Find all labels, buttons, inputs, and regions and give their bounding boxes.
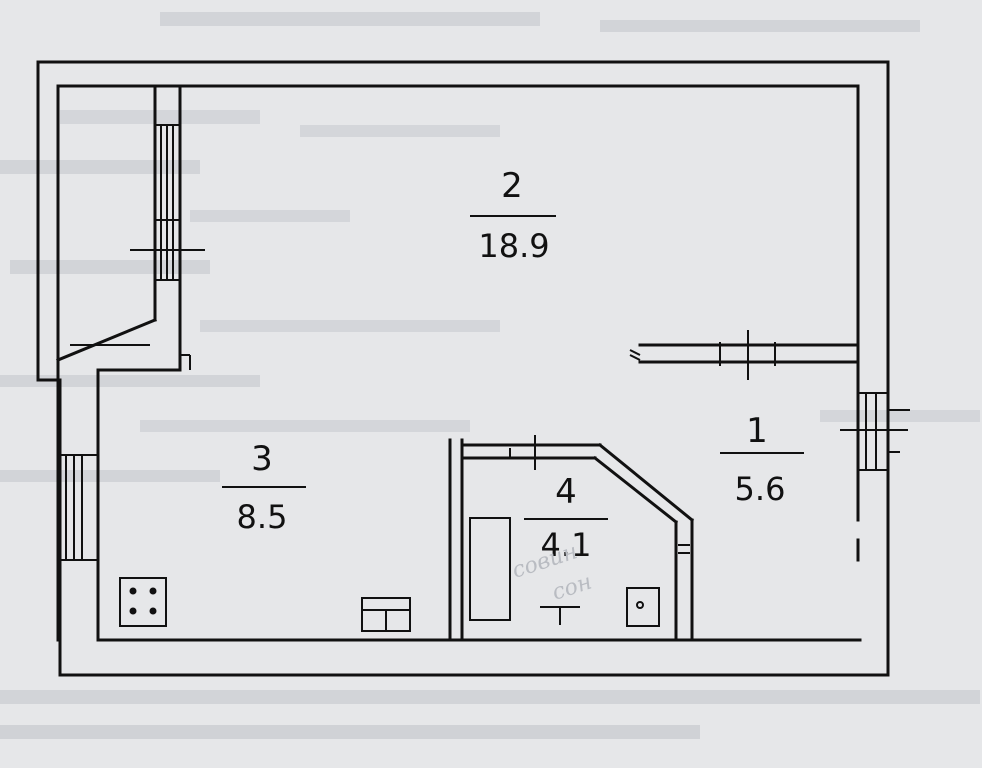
left-walls	[56, 84, 191, 642]
partition-room1	[629, 330, 860, 380]
room-area: 5.6	[735, 470, 786, 508]
window-right	[840, 392, 910, 471]
room-area: 4.1	[541, 526, 592, 564]
room-1-label: 1 5.6	[720, 411, 804, 508]
room-number: 2	[501, 166, 523, 206]
window-left-top	[130, 124, 205, 281]
stove-icon	[119, 577, 167, 627]
room-area: 18.9	[478, 227, 549, 265]
watermark-line2: сон	[549, 570, 595, 606]
room-2-label: 2 18.9	[470, 166, 556, 265]
sink-icon	[361, 597, 411, 632]
room-number: 3	[251, 439, 273, 479]
window-left-bottom	[58, 454, 98, 561]
room-number: 4	[555, 472, 577, 512]
room-area: 8.5	[237, 498, 288, 536]
room-number: 1	[746, 411, 768, 451]
washbasin-icon	[540, 606, 580, 625]
outer-walls	[36, 60, 890, 677]
background-print	[0, 12, 980, 739]
toilet-icon	[626, 587, 660, 627]
room-3-label: 3 8.5	[222, 439, 306, 536]
bathtub-icon	[469, 517, 511, 621]
room-4-label: 4 4.1	[524, 472, 608, 564]
partition-room4	[448, 435, 695, 642]
